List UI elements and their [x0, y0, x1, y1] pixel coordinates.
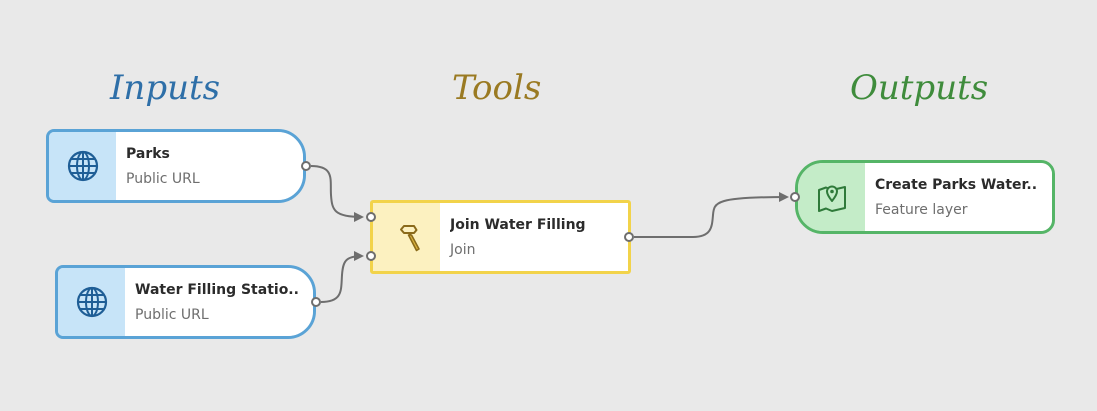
- globe-icon: [76, 286, 107, 318]
- map-pin-icon: [817, 185, 846, 212]
- join-water-filling-tool-node[interactable]: Join Water Filling Join: [370, 200, 631, 274]
- node-title: Parks: [126, 145, 170, 162]
- connector-join-to-output: [634, 192, 789, 238]
- output-icon-box: [798, 163, 865, 231]
- node-title: Join Water Filling: [450, 216, 586, 233]
- parks-output-port[interactable]: [301, 161, 311, 171]
- parks-icon-box: [49, 132, 116, 200]
- output-node-body: Create Parks Water... Feature layer: [865, 163, 1052, 231]
- water-filling-stations-input-node[interactable]: Water Filling Statio... Public URL: [55, 265, 316, 339]
- join-node-body: Join Water Filling Join: [440, 203, 628, 271]
- globe-icon: [67, 150, 98, 182]
- node-subtitle: Join: [450, 241, 476, 258]
- node-subtitle: Feature layer: [875, 201, 968, 218]
- join-input-port-2[interactable]: [366, 251, 376, 261]
- node-title: Water Filling Statio...: [135, 281, 299, 298]
- create-input-port[interactable]: [790, 192, 800, 202]
- join-output-port[interactable]: [624, 232, 634, 242]
- parks-input-node[interactable]: Parks Public URL: [46, 129, 306, 203]
- node-subtitle: Public URL: [135, 306, 209, 323]
- join-icon-box: [373, 203, 440, 271]
- connector-water-to-join: [320, 251, 364, 303]
- water-node-body: Water Filling Statio... Public URL: [125, 268, 313, 336]
- node-subtitle: Public URL: [126, 170, 200, 187]
- node-title: Create Parks Water...: [875, 176, 1038, 193]
- water-output-port[interactable]: [311, 297, 321, 307]
- inputs-heading: Inputs: [110, 68, 221, 108]
- water-icon-box: [58, 268, 125, 336]
- connector-parks-to-join: [310, 165, 364, 222]
- join-input-port-1[interactable]: [366, 212, 376, 222]
- hammer-icon: [399, 225, 420, 252]
- create-parks-water-output-node[interactable]: Create Parks Water... Feature layer: [795, 160, 1055, 234]
- tools-heading: Tools: [452, 68, 542, 108]
- outputs-heading: Outputs: [850, 68, 989, 108]
- parks-node-body: Parks Public URL: [116, 132, 303, 200]
